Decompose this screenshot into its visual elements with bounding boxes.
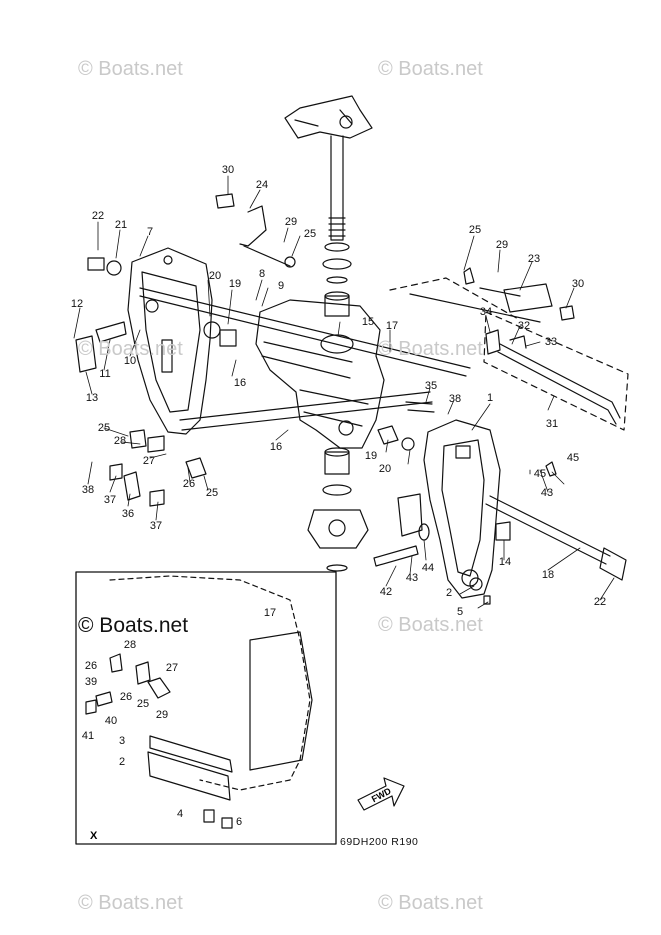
callout-label: 13 bbox=[85, 392, 99, 404]
callout-label: 38 bbox=[448, 393, 462, 405]
callout-label: 25 bbox=[136, 698, 150, 710]
callout-label: 31 bbox=[545, 418, 559, 430]
watermark: © Boats.net bbox=[378, 892, 483, 914]
diagram-code: 69DH200 R190 bbox=[340, 836, 419, 848]
callout-label: 37 bbox=[149, 520, 163, 532]
callout-label: 3 bbox=[118, 735, 126, 747]
callout-label: 29 bbox=[155, 709, 169, 721]
callout-label: 43 bbox=[540, 487, 554, 499]
callout-label: 23 bbox=[527, 253, 541, 265]
callout-label: 30 bbox=[221, 164, 235, 176]
callout-label: 28 bbox=[123, 639, 137, 651]
callout-label: 39 bbox=[84, 676, 98, 688]
callout-label: 6 bbox=[235, 816, 243, 828]
callout-label: 19 bbox=[364, 450, 378, 462]
callout-label: 19 bbox=[228, 278, 242, 290]
steering-shaft bbox=[284, 95, 373, 317]
dashed-outlines bbox=[389, 277, 629, 431]
callout-label: 26 bbox=[119, 691, 133, 703]
callout-label: 22 bbox=[91, 210, 105, 222]
callout-label: 33 bbox=[544, 336, 558, 348]
callout-label: 45 bbox=[533, 468, 547, 480]
callout-label: 37 bbox=[103, 494, 117, 506]
watermark: © Boats.net bbox=[378, 58, 483, 80]
callout-label: 17 bbox=[385, 320, 399, 332]
inset-label: X bbox=[90, 830, 98, 842]
leader-lines bbox=[73, 175, 615, 609]
callout-label: 16 bbox=[269, 441, 283, 453]
callout-label: 20 bbox=[378, 463, 392, 475]
callout-label: 29 bbox=[284, 216, 298, 228]
callout-label: 11 bbox=[99, 368, 111, 380]
callout-label: 41 bbox=[81, 730, 95, 742]
callout-label: 20 bbox=[208, 270, 222, 282]
watermark: © Boats.net bbox=[78, 58, 183, 80]
callout-label: 16 bbox=[233, 377, 247, 389]
callout-label: 2 bbox=[445, 587, 453, 599]
callout-label: 18 bbox=[541, 569, 555, 581]
callout-label: 24 bbox=[255, 179, 269, 191]
callout-label: 44 bbox=[421, 562, 435, 574]
callout-label: 40 bbox=[104, 715, 118, 727]
callout-label: 7 bbox=[146, 226, 154, 238]
lower-shaft-parts bbox=[307, 447, 369, 572]
callout-label: 12 bbox=[70, 298, 84, 310]
small-parts bbox=[75, 193, 627, 605]
callout-label: 45 bbox=[566, 452, 580, 464]
callout-label: 21 bbox=[114, 219, 128, 231]
callout-label: 25 bbox=[205, 487, 219, 499]
callout-label: 34 bbox=[479, 306, 493, 318]
watermark: © Boats.net bbox=[78, 614, 189, 637]
callout-label: 15 bbox=[361, 316, 375, 328]
callout-label: 4 bbox=[176, 808, 184, 820]
callout-label: 2 bbox=[118, 756, 126, 768]
callout-label: 27 bbox=[142, 455, 156, 467]
callout-label: 28 bbox=[113, 435, 127, 447]
callout-label: 42 bbox=[379, 586, 393, 598]
callout-label: 35 bbox=[424, 380, 438, 392]
callout-label: 32 bbox=[517, 320, 531, 332]
callout-label: 26 bbox=[84, 660, 98, 672]
callout-label: 14 bbox=[498, 556, 512, 568]
left-clamp-bracket bbox=[127, 247, 213, 435]
through-rods bbox=[139, 287, 621, 565]
inset-detail bbox=[75, 571, 337, 845]
callout-label: 27 bbox=[165, 662, 179, 674]
callout-label: 22 bbox=[593, 596, 607, 608]
callout-label: 25 bbox=[468, 224, 482, 236]
callout-label: 8 bbox=[258, 268, 266, 280]
callout-label: 26 bbox=[182, 478, 196, 490]
callout-label: 36 bbox=[121, 508, 135, 520]
fwd-arrow-icon bbox=[357, 777, 405, 811]
watermark: © Boats.net bbox=[378, 338, 483, 360]
callout-label: 10 bbox=[123, 355, 137, 367]
watermark: © Boats.net bbox=[378, 614, 483, 636]
callout-label: 1 bbox=[486, 392, 494, 404]
callout-label: 25 bbox=[97, 422, 111, 434]
swivel-bracket bbox=[255, 299, 385, 449]
callout-label: 30 bbox=[571, 278, 585, 290]
callout-label: 29 bbox=[495, 239, 509, 251]
callout-label: 38 bbox=[81, 484, 95, 496]
callout-label: 5 bbox=[456, 606, 464, 618]
callout-label: 17 bbox=[263, 607, 277, 619]
callout-label: 43 bbox=[405, 572, 419, 584]
callout-label: 9 bbox=[277, 280, 285, 292]
callout-label: 25 bbox=[303, 228, 317, 240]
watermark: © Boats.net bbox=[78, 892, 183, 914]
watermark: © Boats.net bbox=[78, 338, 183, 360]
